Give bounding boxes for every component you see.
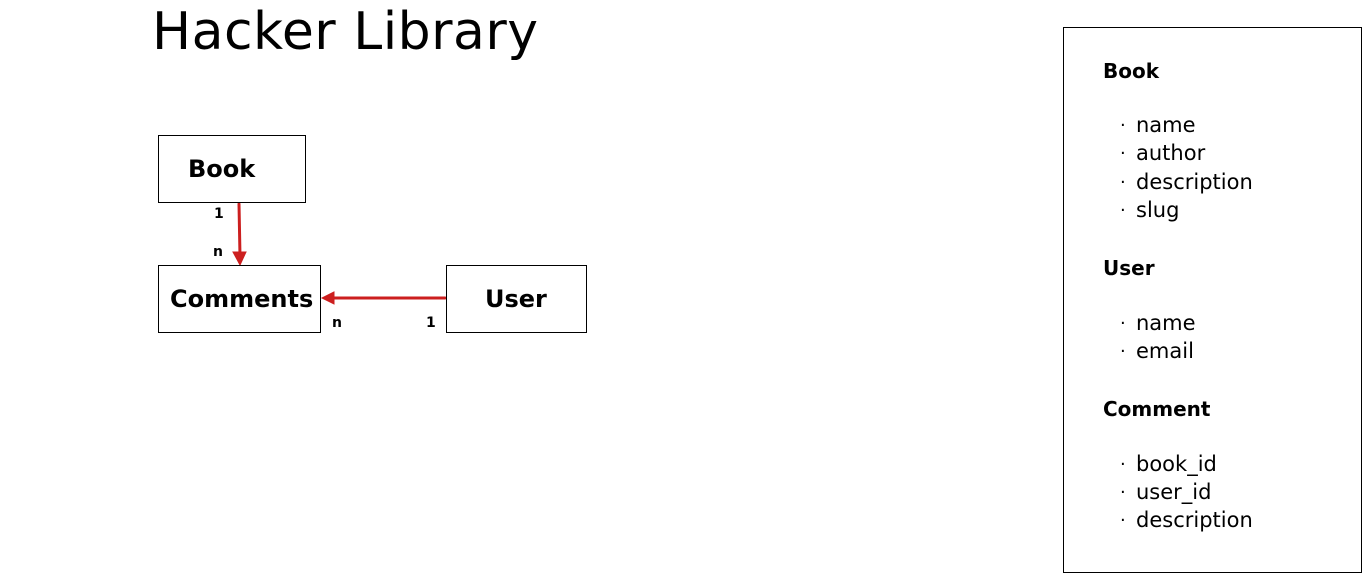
schema-comment-heading: Comment	[1103, 397, 1211, 421]
user-cardinality: 1	[426, 315, 436, 331]
page-title: Hacker Library	[152, 2, 539, 62]
schema-comment-field: ·book_id	[1120, 452, 1217, 476]
schema-user-field: ·name	[1120, 311, 1196, 335]
schema-book-field: ·author	[1120, 141, 1206, 165]
user-comments-arrowhead	[320, 291, 335, 305]
entity-book-label: Book	[188, 155, 256, 183]
schema-panel: Book ·name ·author ·description ·slug Us…	[1063, 27, 1362, 573]
entity-book: Book	[158, 135, 306, 203]
comments-cardinality-user: n	[332, 315, 342, 331]
entity-user: User	[446, 265, 587, 333]
book-cardinality: 1	[214, 206, 224, 222]
comments-cardinality-book: n	[213, 244, 223, 260]
book-comments-arrowhead	[232, 251, 247, 267]
book-comments-arrow	[237, 202, 242, 258]
schema-user-field: ·email	[1120, 339, 1194, 363]
schema-book-field: ·description	[1120, 170, 1253, 194]
entity-user-label: User	[485, 285, 547, 313]
schema-book-field: ·name	[1120, 113, 1196, 137]
entity-comments-label: Comments	[170, 285, 314, 313]
schema-comment-field: ·user_id	[1120, 480, 1212, 504]
schema-comment-field: ·description	[1120, 508, 1253, 532]
schema-book-heading: Book	[1103, 59, 1160, 83]
entity-comments: Comments	[158, 265, 321, 333]
schema-user-heading: User	[1103, 256, 1155, 280]
schema-book-field: ·slug	[1120, 198, 1180, 222]
